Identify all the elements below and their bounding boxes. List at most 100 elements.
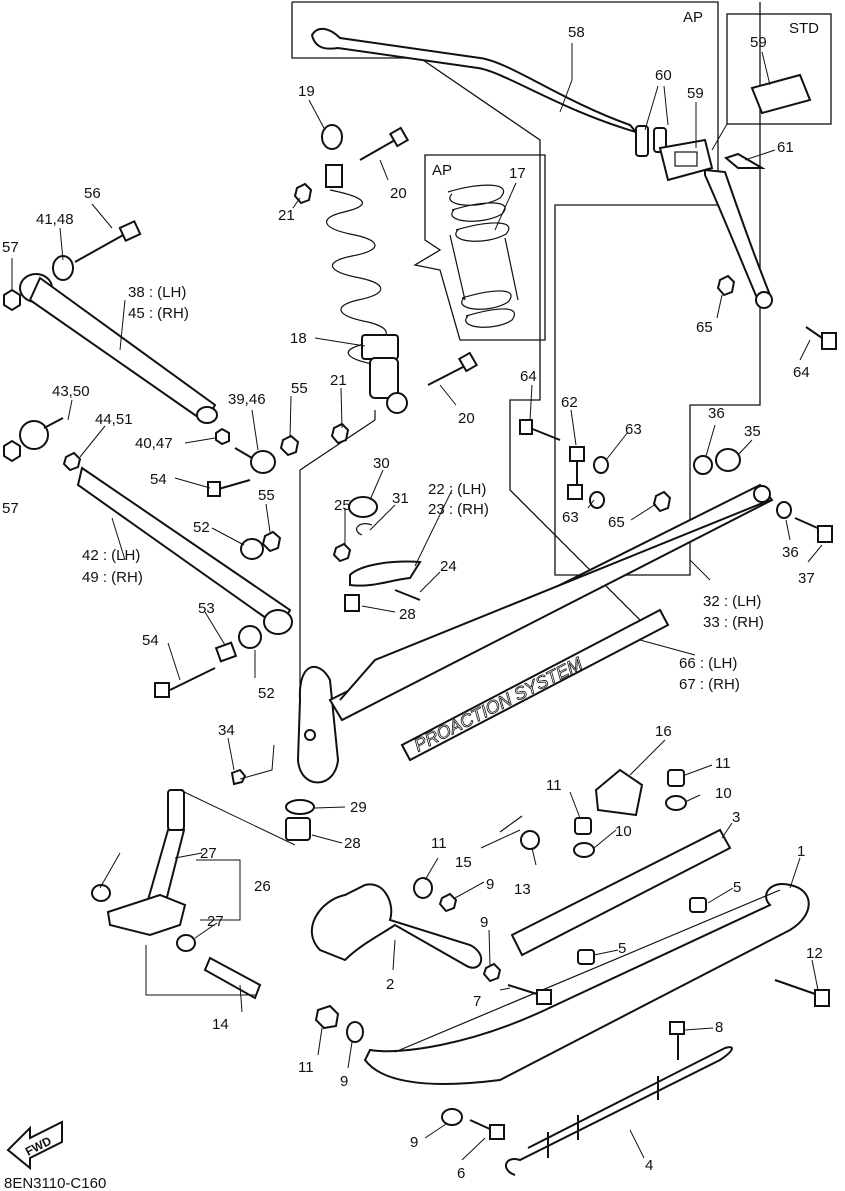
shock-absorber <box>321 124 408 414</box>
callout-59-std: 59 <box>750 34 767 51</box>
steering-column <box>91 789 262 1000</box>
callout-43-50: 43,50 <box>52 383 90 400</box>
bolt-20-upper <box>359 126 410 161</box>
callout-53: 53 <box>198 600 215 617</box>
callout-27-upper: 27 <box>200 845 217 862</box>
callout-12: 12 <box>806 945 823 962</box>
callout-21-upper: 21 <box>278 207 295 224</box>
callout-52-upper: 52 <box>193 519 210 536</box>
callout-6: 6 <box>457 1165 465 1182</box>
callout-49: 49 : (RH) <box>82 569 143 586</box>
lower-arm <box>3 417 293 635</box>
callout-18: 18 <box>290 330 307 347</box>
stabilizer-links <box>519 274 837 543</box>
callout-2: 2 <box>386 976 394 993</box>
callout-54-lower: 54 <box>142 632 159 649</box>
callout-11-left: 11 <box>431 835 447 852</box>
bolt-20-lower <box>427 351 479 386</box>
callout-9-mid: 9 <box>480 914 488 931</box>
callout-37: 37 <box>798 570 815 587</box>
leader-lines <box>11 43 823 1161</box>
callout-5-right: 5 <box>733 879 741 896</box>
callout-60: 60 <box>655 67 672 84</box>
callout-11-right: 11 <box>715 755 731 772</box>
callout-39-46: 39,46 <box>228 391 266 408</box>
callout-22: 22 : (LH) <box>428 481 486 498</box>
callout-45: 45 : (RH) <box>128 305 189 322</box>
std-label: STD <box>789 20 819 37</box>
callout-14: 14 <box>212 1016 229 1033</box>
nut-21-upper <box>293 182 313 205</box>
callout-56: 56 <box>84 185 101 202</box>
callout-30: 30 <box>373 455 390 472</box>
callout-26: 26 <box>254 878 271 895</box>
callout-40-47: 40,47 <box>135 435 173 452</box>
callout-25: 25 <box>334 497 351 514</box>
callout-31: 31 <box>392 490 409 507</box>
callout-16: 16 <box>655 723 672 740</box>
fwd-arrow-icon: FWD <box>6 1120 63 1171</box>
stabilizer-clamp <box>635 125 714 182</box>
callout-65-lower: 65 <box>608 514 625 531</box>
callout-5-mid: 5 <box>618 940 626 957</box>
callout-54-upper: 54 <box>150 471 167 488</box>
callout-7: 7 <box>473 993 481 1010</box>
callout-55-upper: 55 <box>291 380 308 397</box>
callout-36-upper: 36 <box>708 405 725 422</box>
callout-17: 17 <box>509 165 526 182</box>
callout-34: 34 <box>218 722 235 739</box>
callout-11-bottom: 11 <box>298 1059 314 1076</box>
callout-9-bottom: 9 <box>410 1134 418 1151</box>
callout-11-mid: 11 <box>546 777 562 794</box>
radius-rod <box>328 483 774 722</box>
callout-8: 8 <box>715 1019 723 1036</box>
callout-42: 42 : (LH) <box>82 547 140 564</box>
callout-28-upper: 28 <box>399 606 416 623</box>
callout-10-mid: 10 <box>615 823 632 840</box>
ap-spring-label: AP <box>432 162 452 179</box>
callout-38: 38 : (LH) <box>128 284 186 301</box>
callout-63-upper: 63 <box>625 421 642 438</box>
misc-parts-center <box>154 427 422 841</box>
callout-36-lower: 36 <box>782 544 799 561</box>
callout-41-48: 41,48 <box>36 211 74 228</box>
ap-main-box: AP <box>291 1 761 621</box>
callout-63-lower: 63 <box>562 509 579 526</box>
callout-15: 15 <box>455 854 472 871</box>
callout-1: 1 <box>797 843 805 860</box>
callout-13: 13 <box>514 881 531 898</box>
callout-29: 29 <box>350 799 367 816</box>
callouts: 58 60 59 59 61 17 19 20 21 56 41,48 57 3… <box>2 24 823 1182</box>
callout-67: 67 : (RH) <box>679 676 740 693</box>
callout-4: 4 <box>645 1157 653 1174</box>
callout-65-upper: 65 <box>696 319 713 336</box>
upper-arm <box>3 219 218 424</box>
callout-35: 35 <box>744 423 761 440</box>
callout-3: 3 <box>732 809 740 826</box>
callout-61: 61 <box>777 139 794 156</box>
diagram-code: 8EN3110-C160 <box>4 1175 106 1191</box>
callout-55-lower: 55 <box>258 487 275 504</box>
callout-21-lower: 21 <box>330 372 347 389</box>
ap-main-label: AP <box>683 9 703 26</box>
callout-23: 23 : (RH) <box>428 501 489 518</box>
callout-44-51: 44,51 <box>95 411 133 428</box>
bolt-61 <box>723 152 766 169</box>
callout-32: 32 : (LH) <box>703 593 761 610</box>
callout-64-right: 64 <box>793 364 810 381</box>
ap-spring <box>447 184 519 328</box>
ski-assembly <box>310 768 830 1176</box>
callout-20-lower: 20 <box>458 410 475 427</box>
std-plate <box>750 73 812 115</box>
std-box: STD <box>711 13 832 151</box>
callout-9-lower: 9 <box>340 1073 348 1090</box>
callout-10-right: 10 <box>715 785 732 802</box>
callout-9-upper: 9 <box>486 876 494 893</box>
callout-64-left: 64 <box>520 368 537 385</box>
callout-20-upper: 20 <box>390 185 407 202</box>
callout-19: 19 <box>298 83 315 100</box>
spindle-housing <box>296 410 376 784</box>
callout-52-lower: 52 <box>258 685 275 702</box>
ap-spring-box: AP <box>413 154 546 341</box>
